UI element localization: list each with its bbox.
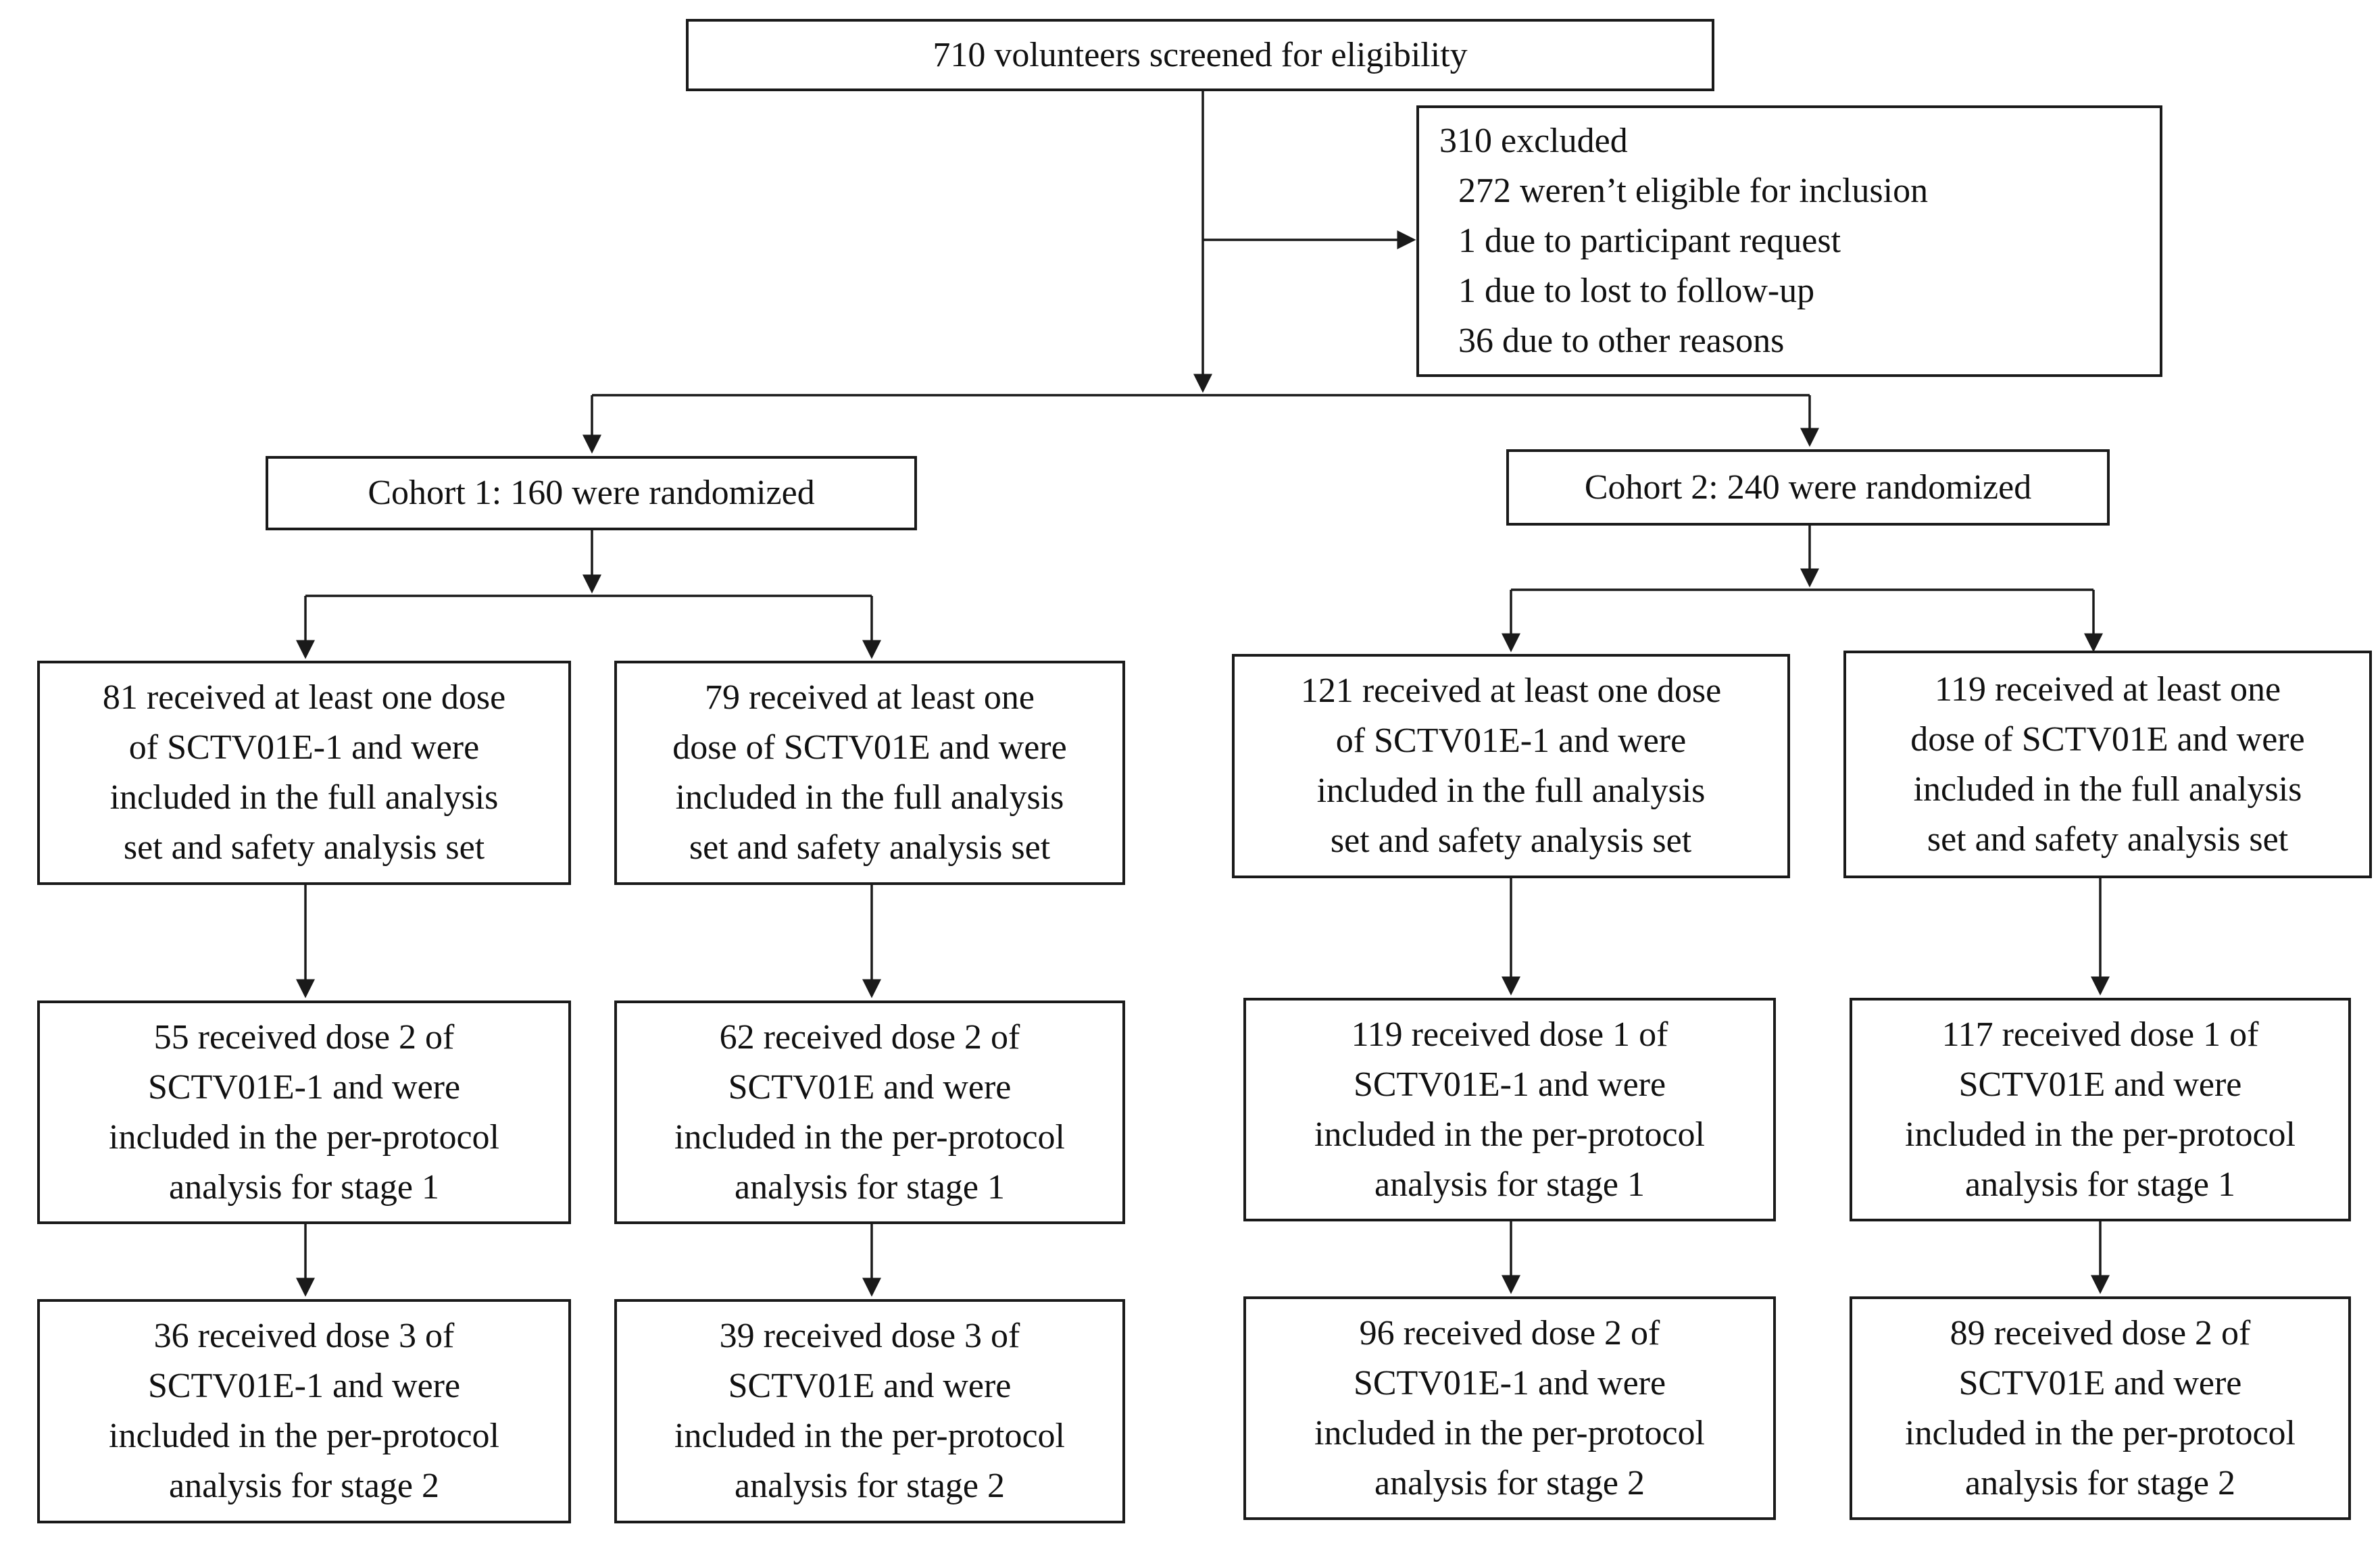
box-line: SCTV01E-1 and were [1353, 1363, 1666, 1402]
box-line: 117 received dose 1 of [1941, 1015, 2259, 1054]
box-line: 119 received dose 1 of [1351, 1015, 1668, 1054]
box-line: set and safety analysis set [1927, 819, 2289, 859]
box-line: included in the per-protocol [109, 1117, 499, 1157]
box-line: 119 received at least one [1934, 669, 2281, 709]
c2-arm2-stage1-box: 117 received dose 1 of SCTV01E and were … [1850, 998, 2351, 1221]
box-line: of SCTV01E-1 and were [128, 728, 480, 767]
box-line: included in the full analysis [1913, 769, 2302, 809]
box-line: 96 received dose 2 of [1359, 1313, 1660, 1352]
box-line: analysis for stage 1 [1964, 1165, 2235, 1204]
c2-arm2-received-box: 119 received at least one dose of SCTV01… [1843, 651, 2372, 878]
excluded-reason: 1 due to participant request [1458, 222, 1841, 260]
box-line: SCTV01E and were [1958, 1065, 2242, 1104]
box-line: SCTV01E and were [728, 1067, 1012, 1107]
box-line: analysis for stage 1 [1374, 1165, 1645, 1204]
box-line: analysis for stage 2 [1964, 1463, 2235, 1502]
excluded-reason: 272 weren’t eligible for inclusion [1458, 172, 1929, 210]
box-line: included in the full analysis [1316, 771, 1706, 810]
box-line: analysis for stage 2 [1374, 1463, 1645, 1502]
cohort1-box: Cohort 1: 160 were randomized [266, 456, 917, 530]
box-line: analysis for stage 1 [734, 1167, 1005, 1207]
excluded-box: 310 excluded 272 weren’t eligible for in… [1416, 105, 2162, 377]
box-line: 36 received dose 3 of [153, 1317, 455, 1355]
screened-text: 710 volunteers screened for eligibility [933, 35, 1468, 74]
box-line: included in the per-protocol [1314, 1115, 1705, 1154]
box-line: included in the per-protocol [674, 1417, 1065, 1455]
box-line: set and safety analysis set [123, 828, 485, 867]
box-line: 79 received at least one [705, 678, 1035, 717]
box-line: dose of SCTV01E and were [1910, 719, 2305, 759]
box-line: included in the per-protocol [1314, 1413, 1705, 1452]
excluded-title: 310 excluded [1439, 122, 1628, 160]
box-line: included in the full analysis [109, 778, 499, 817]
c1-arm2-received-box: 79 received at least one dose of SCTV01E… [614, 661, 1125, 885]
box-line: 39 received dose 3 of [719, 1317, 1020, 1355]
box-line: analysis for stage 1 [168, 1167, 439, 1207]
box-line: 55 received dose 2 of [153, 1017, 455, 1057]
box-line: SCTV01E-1 and were [147, 1367, 461, 1405]
c1-arm1-stage1-box: 55 received dose 2 of SCTV01E-1 and were… [37, 1001, 571, 1224]
box-line: included in the per-protocol [1905, 1413, 2296, 1452]
box-line: SCTV01E and were [1958, 1363, 2242, 1402]
box-line: set and safety analysis set [689, 828, 1051, 867]
c1-arm1-received-box: 81 received at least one dose of SCTV01E… [37, 661, 571, 885]
box-line: 89 received dose 2 of [1950, 1313, 2251, 1352]
c1-arm2-stage2-box: 39 received dose 3 of SCTV01E and were i… [614, 1299, 1125, 1523]
c2-arm1-stage1-box: 119 received dose 1 of SCTV01E-1 and wer… [1243, 998, 1776, 1221]
box-line: 121 received at least one dose [1300, 672, 1722, 710]
screened-box: 710 volunteers screened for eligibility [686, 19, 1714, 91]
box-line: analysis for stage 2 [734, 1467, 1005, 1505]
box-line: analysis for stage 2 [168, 1467, 439, 1505]
box-line: SCTV01E-1 and were [147, 1067, 461, 1107]
box-line: included in the per-protocol [674, 1117, 1065, 1157]
cohort1-label: Cohort 1: 160 were randomized [368, 474, 815, 512]
c2-arm2-stage2-box: 89 received dose 2 of SCTV01E and were i… [1850, 1296, 2351, 1520]
box-line: SCTV01E and were [728, 1367, 1012, 1405]
cohort2-label: Cohort 2: 240 were randomized [1584, 467, 2032, 507]
box-line: 81 received at least one dose [102, 678, 506, 717]
box-line: of SCTV01E-1 and were [1335, 721, 1687, 760]
c1-arm2-stage1-box: 62 received dose 2 of SCTV01E and were i… [614, 1001, 1125, 1224]
box-line: included in the full analysis [675, 778, 1064, 817]
box-line: included in the per-protocol [1905, 1115, 2296, 1154]
excluded-reason: 36 due to other reasons [1458, 322, 1785, 360]
box-line: dose of SCTV01E and were [672, 728, 1067, 767]
box-line: 62 received dose 2 of [719, 1017, 1020, 1057]
cohort2-box: Cohort 2: 240 were randomized [1506, 449, 2110, 526]
box-line: set and safety analysis set [1330, 821, 1692, 860]
c2-arm1-received-box: 121 received at least one dose of SCTV01… [1232, 654, 1790, 878]
c1-arm1-stage2-box: 36 received dose 3 of SCTV01E-1 and were… [37, 1299, 571, 1523]
box-line: included in the per-protocol [109, 1417, 499, 1455]
c2-arm1-stage2-box: 96 received dose 2 of SCTV01E-1 and were… [1243, 1296, 1776, 1520]
excluded-reason: 1 due to lost to follow-up [1458, 272, 1815, 310]
box-line: SCTV01E-1 and were [1353, 1065, 1666, 1104]
